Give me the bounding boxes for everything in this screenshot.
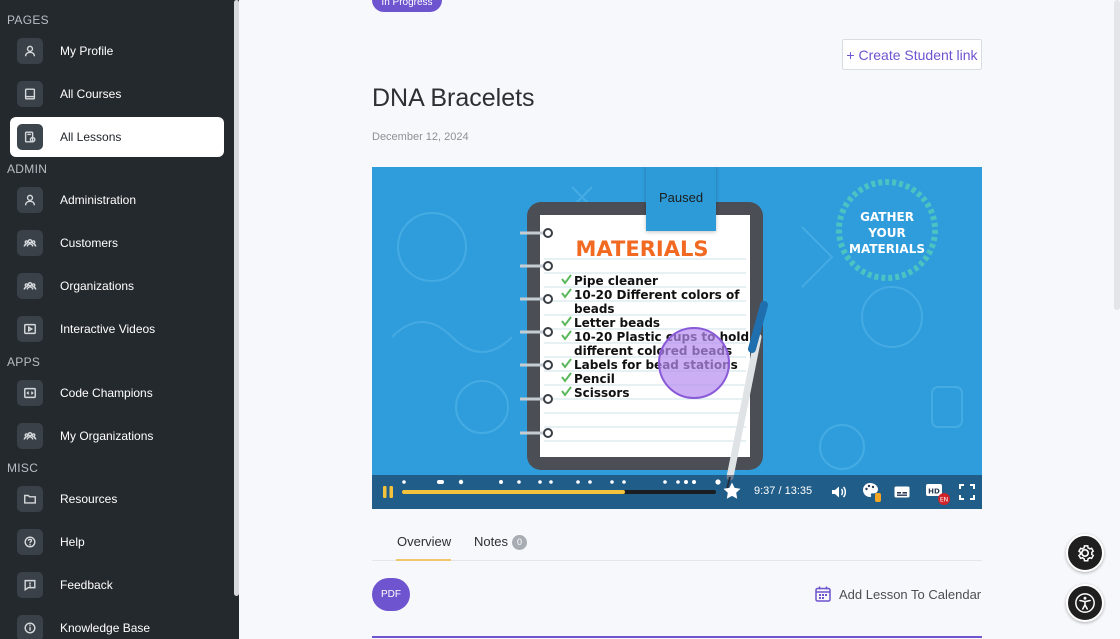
section-label-misc: MISC xyxy=(7,461,39,475)
sidebar-item-administration[interactable]: Administration xyxy=(10,180,224,220)
slide-heading: MATERIALS xyxy=(576,237,709,261)
help-icon xyxy=(17,529,43,555)
sidebar-item-resources[interactable]: Resources xyxy=(10,479,224,519)
user-icon xyxy=(17,187,43,213)
tab-active-indicator xyxy=(396,559,451,561)
add-to-calendar-link[interactable]: Add Lesson To Calendar xyxy=(814,585,981,603)
lesson-icon xyxy=(17,124,43,150)
lesson-date: December 12, 2024 xyxy=(372,131,469,143)
pdf-button[interactable]: PDF xyxy=(372,578,410,611)
sidebar-item-label: Help xyxy=(60,535,85,549)
video-progress-bar[interactable] xyxy=(400,475,730,509)
sidebar-item-customers[interactable]: Customers xyxy=(10,223,224,263)
sidebar-item-interactive-videos[interactable]: Interactive Videos xyxy=(10,309,224,349)
chapter-markers xyxy=(402,479,721,485)
sidebar-item-label: All Lessons xyxy=(60,130,122,144)
fullscreen-icon[interactable] xyxy=(958,483,976,501)
slide-item: Pipe cleaner xyxy=(574,274,658,288)
sidebar-item-label: Customers xyxy=(60,236,119,250)
calendar-link-label: Add Lesson To Calendar xyxy=(839,586,982,602)
tablet-icon xyxy=(17,81,43,107)
video-time: 9:37 / 13:35 xyxy=(754,485,813,497)
group-icon xyxy=(17,230,43,256)
cursor-highlight xyxy=(658,327,730,399)
tab-label: Notes xyxy=(474,534,508,549)
sidebar-item-organizations[interactable]: Organizations xyxy=(10,266,224,306)
sidebar-item-label: Knowledge Base xyxy=(60,621,151,635)
paused-indicator: Paused xyxy=(646,167,716,231)
sidebar-scrollbar[interactable] xyxy=(234,0,239,596)
settings-button[interactable] xyxy=(1066,534,1104,572)
sidebar-item-help[interactable]: Help xyxy=(10,522,224,562)
section-label-apps: APPS xyxy=(7,355,41,369)
svg-text:GATHER: GATHER xyxy=(860,210,914,224)
feedback-icon xyxy=(17,572,43,598)
accessibility-icon xyxy=(1075,593,1095,613)
calendar-icon xyxy=(815,586,831,602)
sidebar-item-label: All Courses xyxy=(60,87,122,101)
sidebar-item-label: Interactive Videos xyxy=(60,322,156,336)
gear-icon xyxy=(1077,545,1095,562)
gather-materials-badge: GATHER YOUR MATERIALS xyxy=(836,179,938,281)
code-icon xyxy=(17,380,43,406)
sidebar-item-label: Code Champions xyxy=(60,386,153,400)
user-icon xyxy=(17,38,43,64)
slide-item: 10-20 Different colors of xyxy=(574,288,740,302)
video-frame: MATERIALS Pipe cleaner 10-20 Different c… xyxy=(391,179,963,490)
sidebar-item-label: My Organizations xyxy=(60,429,154,443)
video-player[interactable]: MATERIALS Pipe cleaner 10-20 Different c… xyxy=(372,167,982,509)
sidebar-item-code-champions[interactable]: Code Champions xyxy=(10,373,224,413)
accessibility-button[interactable] xyxy=(1066,584,1104,622)
status-badge: In Progress xyxy=(372,0,442,12)
svg-text:HD: HD xyxy=(928,488,940,496)
folder-icon xyxy=(17,486,43,512)
sidebar-item-label: Feedback xyxy=(60,578,113,592)
sidebar-item-all-courses[interactable]: All Courses xyxy=(10,74,224,114)
slide-item: Letter beads xyxy=(574,316,660,330)
star-icon[interactable] xyxy=(722,481,742,501)
svg-text:MATERIALS: MATERIALS xyxy=(849,242,925,256)
page-scrollbar[interactable] xyxy=(1114,0,1120,310)
sidebar-item-my-profile[interactable]: My Profile xyxy=(10,31,224,71)
pause-icon[interactable] xyxy=(379,483,397,501)
svg-text:YOUR: YOUR xyxy=(867,226,905,240)
page-title: DNA Bracelets xyxy=(372,84,535,112)
sidebar-item-label: My Profile xyxy=(60,44,114,58)
tab-overview[interactable]: Overview xyxy=(397,534,452,549)
sidebar-item-knowledge-base[interactable]: Knowledge Base xyxy=(10,608,224,639)
check-icons xyxy=(561,274,572,397)
section-divider xyxy=(372,636,982,638)
sidebar-item-label: Resources xyxy=(60,492,118,506)
captions-icon[interactable] xyxy=(893,483,911,501)
info-icon xyxy=(17,615,43,639)
video-controls: 9:37 / 13:35 HD EN xyxy=(372,475,982,509)
slide-item: Scissors xyxy=(574,386,629,400)
play-icon xyxy=(17,316,43,342)
create-student-link-button[interactable]: + Create Student link xyxy=(842,39,982,70)
sidebar: PAGES My Profile All Courses All Lessons… xyxy=(0,0,239,639)
sidebar-item-all-lessons[interactable]: All Lessons xyxy=(10,117,224,157)
svg-text:EN: EN xyxy=(940,497,948,504)
slide-item: beads xyxy=(574,302,615,316)
volume-icon[interactable] xyxy=(830,483,848,501)
group-icon xyxy=(17,423,43,449)
hd-quality-icon[interactable]: HD EN xyxy=(924,480,950,506)
section-label-pages: PAGES xyxy=(7,13,49,27)
sidebar-item-feedback[interactable]: Feedback xyxy=(10,565,224,605)
palette-icon[interactable] xyxy=(861,481,883,503)
group-icon xyxy=(17,273,43,299)
sidebar-item-my-organizations[interactable]: My Organizations xyxy=(10,416,224,456)
slide-item: Pencil xyxy=(574,372,615,386)
section-label-admin: ADMIN xyxy=(7,162,48,176)
sidebar-item-label: Organizations xyxy=(60,279,135,293)
notes-count-badge: 0 xyxy=(511,535,527,550)
sidebar-item-label: Administration xyxy=(60,193,137,207)
